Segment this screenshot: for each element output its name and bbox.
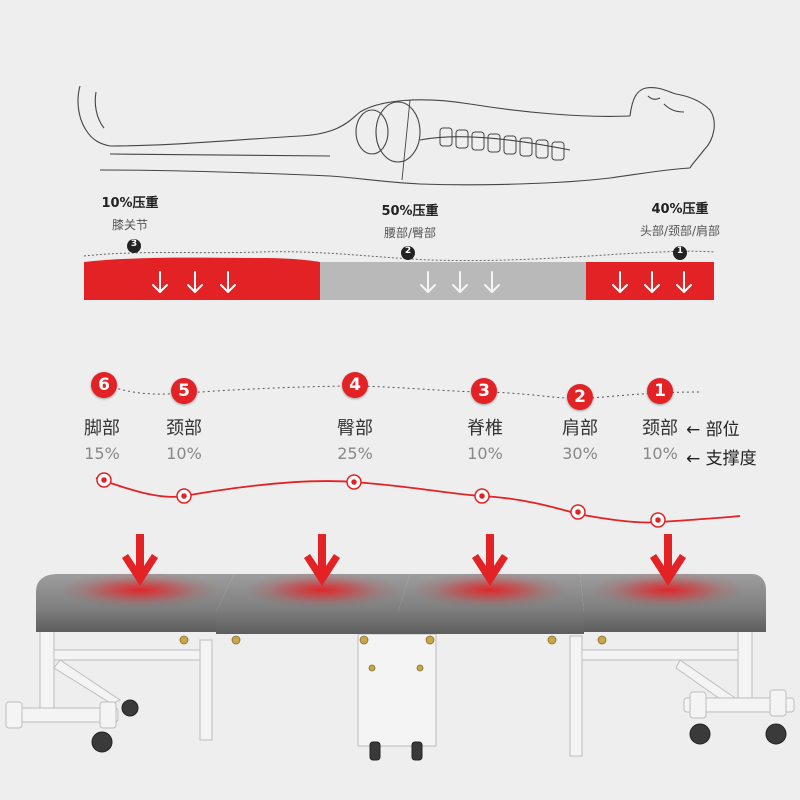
support-badge-5: 5 xyxy=(171,378,197,404)
support-pct-2: 30% xyxy=(562,444,598,463)
legend-support: ← 支撑度 xyxy=(686,444,757,469)
pressure-down-arrows xyxy=(122,534,686,586)
zone-waist-parts: 腰部/臀部 xyxy=(383,226,437,240)
support-badge-1: 1 xyxy=(647,378,673,404)
bed-frame xyxy=(5,629,795,757)
spine-vertebrae xyxy=(439,127,565,161)
support-curve xyxy=(95,477,741,524)
bed-wheels xyxy=(91,699,787,761)
zone-knee-num: 3 xyxy=(130,239,138,249)
zone-waist-num: 2 xyxy=(404,246,412,256)
pressure-zone-knee xyxy=(84,262,320,300)
support-part-3: 脊椎 xyxy=(467,418,503,439)
pressure-arrows xyxy=(152,271,692,293)
support-badge-4: 4 xyxy=(342,372,368,398)
support-part-4: 臀部 xyxy=(337,418,373,439)
pressure-bar xyxy=(83,250,715,300)
human-body-outline xyxy=(77,85,715,186)
pressure-curve xyxy=(83,250,715,262)
support-part-6: 脚部 xyxy=(84,418,120,439)
support-part-5: 颈部 xyxy=(166,418,202,439)
legend-support-label: 支撑度 xyxy=(705,449,757,469)
pressure-hotspots xyxy=(60,572,744,608)
support-pct-4: 25% xyxy=(337,444,373,463)
support-pct-3: 10% xyxy=(467,444,503,463)
support-badge-2: 2 xyxy=(567,384,593,410)
pressure-zone-waist xyxy=(320,262,586,300)
folding-bed xyxy=(5,534,795,761)
left-arrow-icon: ← xyxy=(686,449,701,469)
support-part-1: 颈部 xyxy=(642,418,678,439)
zone-markers xyxy=(127,239,687,260)
legend-part-label: 部位 xyxy=(705,420,740,440)
left-arrow-icon: ← xyxy=(686,420,701,440)
pressure-zone-head xyxy=(586,262,714,300)
support-badge-6: 6 xyxy=(91,372,117,398)
zone-head-pct: 40%压重 xyxy=(651,202,709,217)
support-pct-1: 10% xyxy=(642,444,678,463)
support-part-2: 肩部 xyxy=(562,418,598,439)
bed-bolts xyxy=(179,635,607,672)
support-pct-5: 10% xyxy=(166,444,202,463)
zone-head-num: 1 xyxy=(676,246,684,256)
zone-head-parts: 头部/颈部/肩部 xyxy=(639,224,721,238)
support-pct-6: 15% xyxy=(84,444,120,463)
zone-waist-pct: 50%压重 xyxy=(381,204,439,219)
zone-knee-pct: 10%压重 xyxy=(101,196,159,211)
support-badge-3: 3 xyxy=(471,378,497,404)
legend-part: ← 部位 xyxy=(686,415,740,440)
support-curve-markers xyxy=(96,472,666,528)
zone-knee-parts: 膝关节 xyxy=(111,218,148,232)
